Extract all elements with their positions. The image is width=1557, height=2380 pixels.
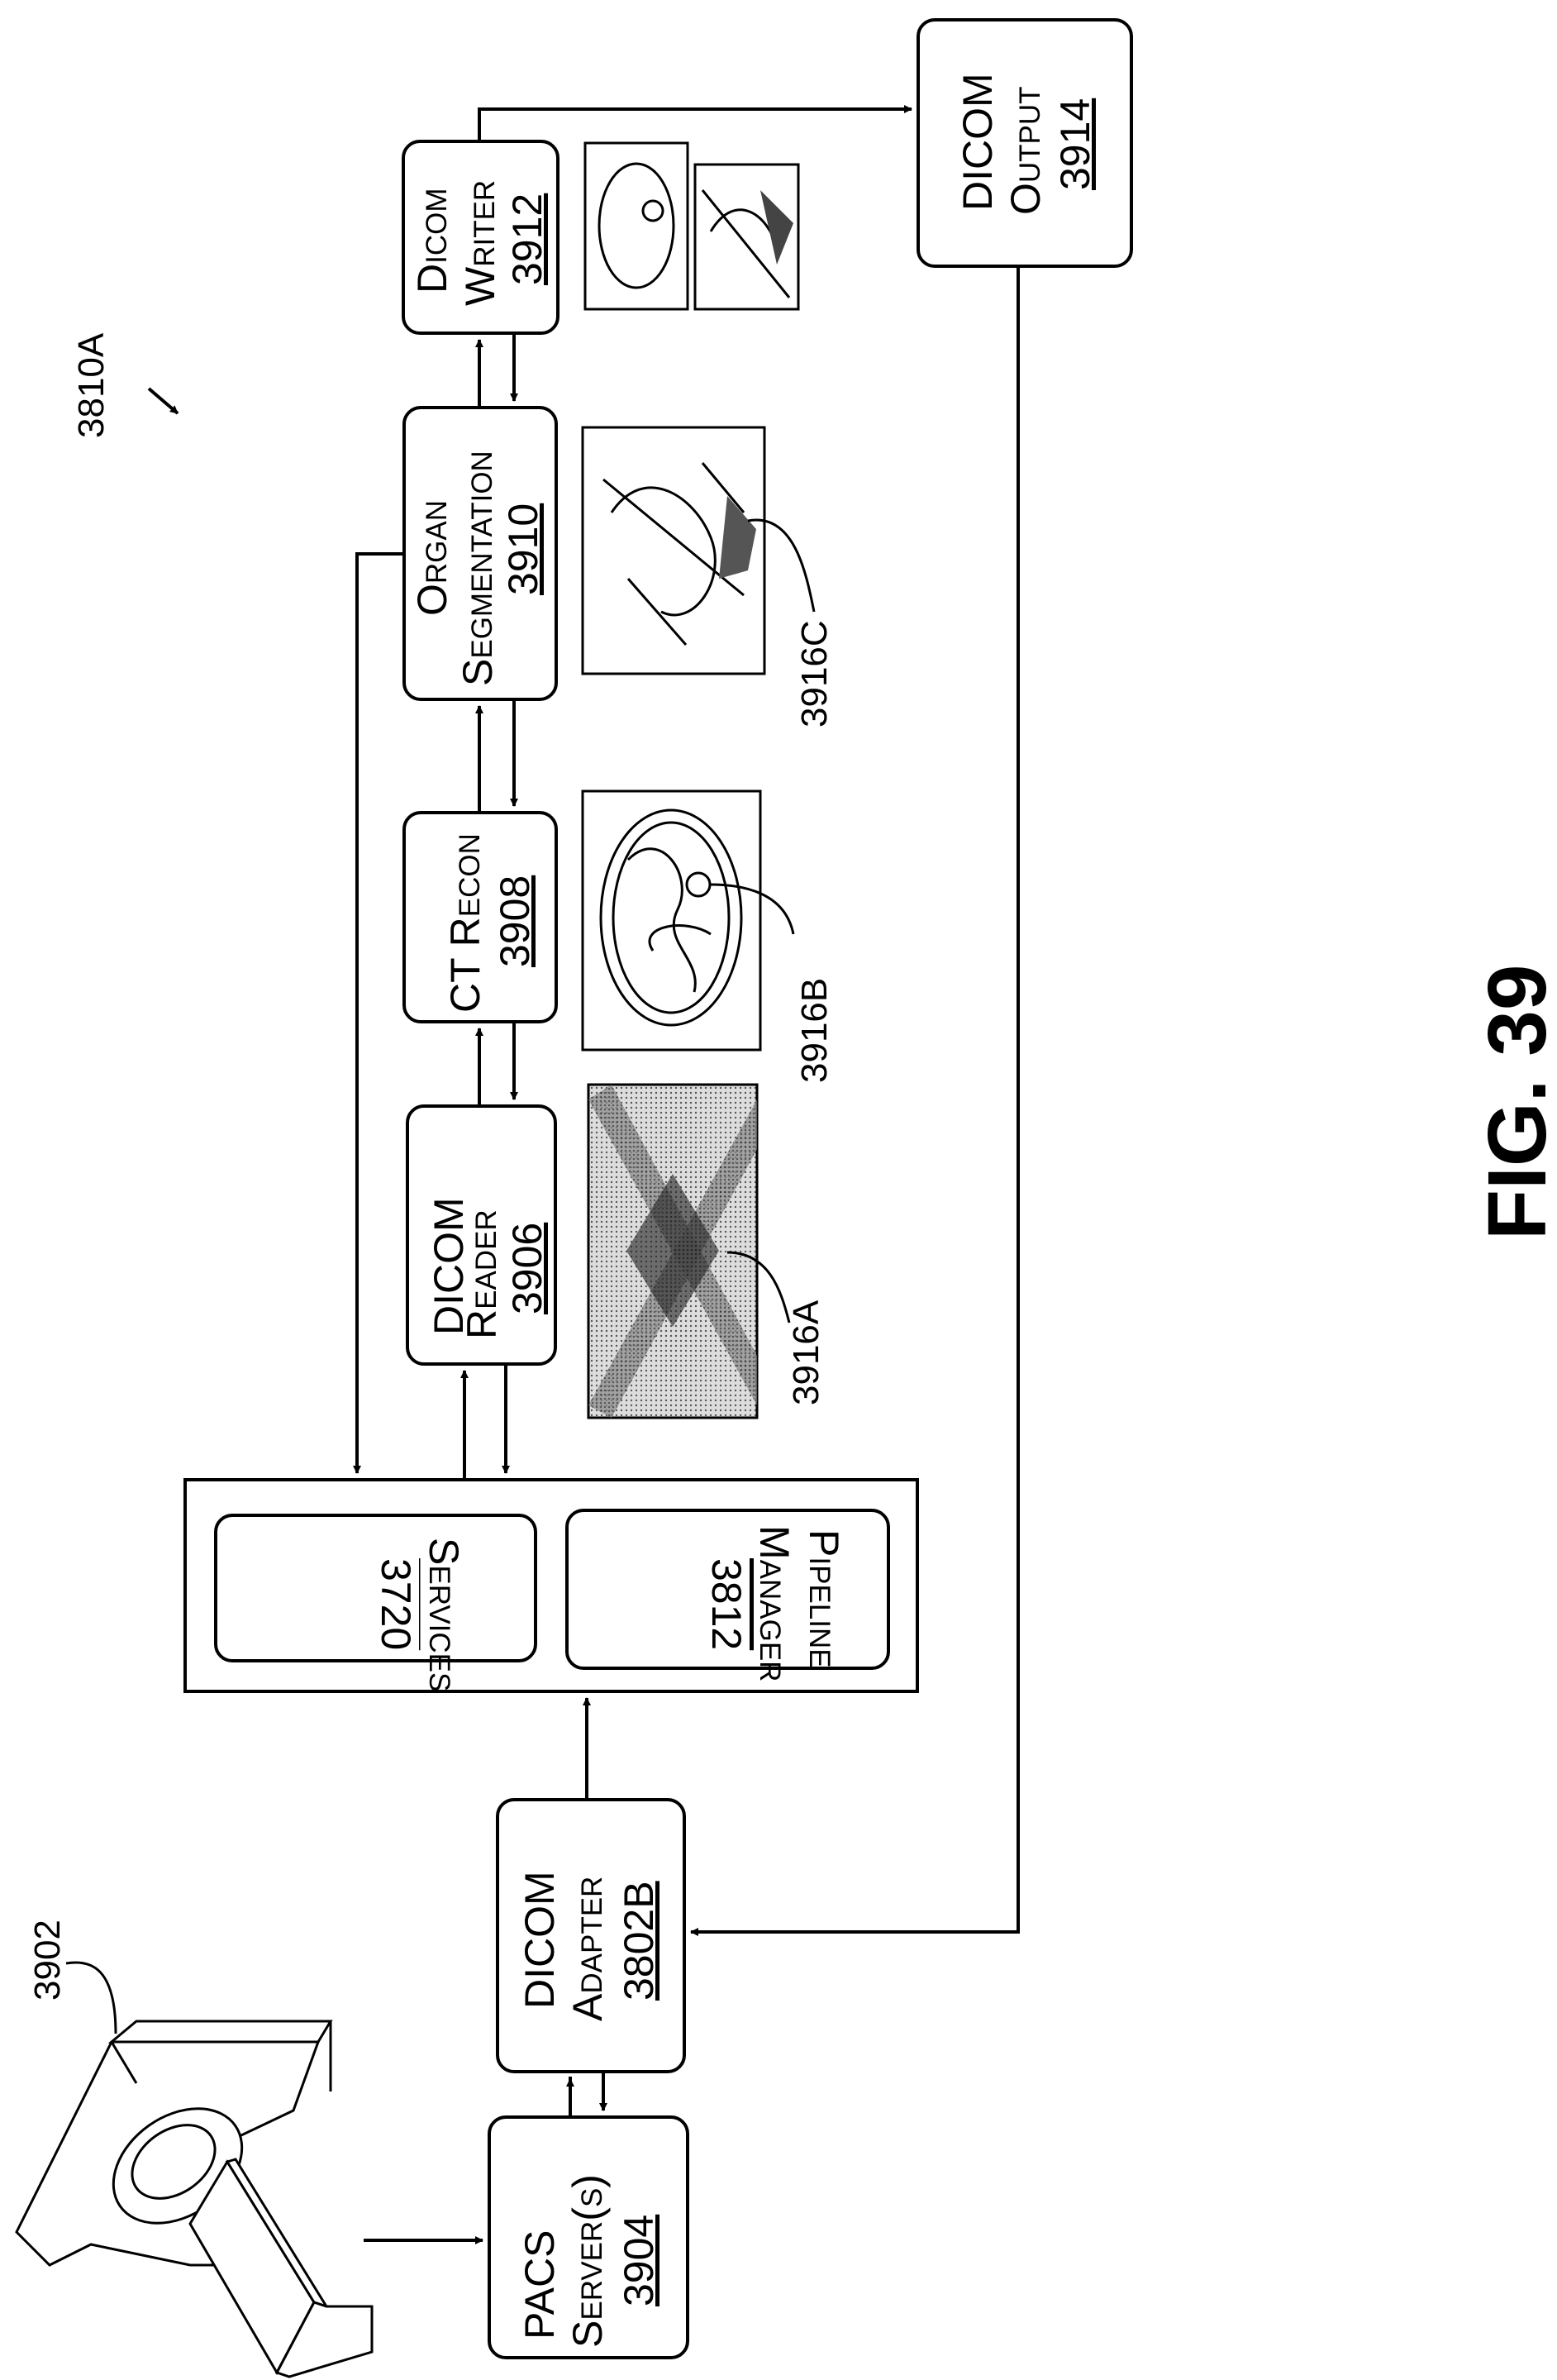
image-3916b-label: 3916B (794, 978, 835, 1083)
image-writer-render-thumbnail (695, 165, 798, 309)
dicom-writer-box[interactable]: Dicom Writer 3912 (403, 141, 558, 333)
writer-ref: 3912 (504, 193, 550, 285)
pipeline-manager-box[interactable]: Pipeline Manager 3812 (567, 1510, 888, 1681)
dicom-reader-box[interactable]: DICOM Reader 3906 (407, 1106, 555, 1364)
organ-segmentation-box[interactable]: Organ Segmentation 3910 (404, 408, 556, 699)
writer-label-2: Writer (457, 180, 503, 306)
pipeline-label-2: Manager (751, 1525, 798, 1681)
image-3916c-label: 3916C (794, 620, 835, 727)
pacs-server-box[interactable]: PACS Server(s) 3904 (489, 2117, 688, 2358)
writer-label: Dicom (409, 188, 455, 294)
services-label: Services (421, 1538, 467, 1691)
output-label: DICOM (955, 73, 1001, 211)
output-label-2: Output (1002, 86, 1049, 215)
dicom-output-box[interactable]: DICOM Output 3914 (918, 20, 1131, 266)
pipeline-ref: 3812 (703, 1558, 750, 1650)
figure-title: FIG. 39 (1471, 965, 1557, 1240)
figure-ref-arrow (149, 389, 178, 413)
image-3916b-ct-slice (583, 791, 793, 1050)
segmentation-label: Organ (409, 500, 455, 616)
managers-container: Services 3720 Pipeline Manager 3812 (185, 1480, 917, 1691)
image-3916a-label: 3916A (786, 1300, 826, 1405)
reader-label-2: Reader (459, 1209, 505, 1339)
adapter-ref: 3802B (616, 1881, 662, 2001)
ct-recon-box[interactable]: CT Recon 3908 (404, 813, 556, 1022)
pacs-label-2: Server(s) (564, 2174, 611, 2348)
arrow-segmentation-to-managers (357, 554, 404, 1473)
ct-scanner-illustration (17, 1963, 372, 2377)
pacs-ref: 3904 (616, 2215, 662, 2306)
segmentation-ref: 3910 (500, 503, 546, 595)
adapter-label: DICOM (517, 1871, 563, 2009)
figure-ref-label: 3810A (71, 332, 112, 438)
recon-label: CT Recon (442, 833, 488, 1013)
services-ref: 3720 (373, 1558, 419, 1650)
adapter-label-2: Adapter (564, 1877, 611, 2021)
image-3916c-segmentation-render (583, 427, 814, 674)
segmentation-label-2: Segmentation (455, 451, 501, 686)
output-ref: 3914 (1052, 98, 1098, 190)
dicom-adapter-box[interactable]: DICOM Adapter 3802B (498, 1800, 684, 2072)
scanner-ref: 3902 (27, 1920, 68, 2001)
reader-ref: 3906 (504, 1223, 550, 1314)
image-3916a-sinogram (588, 1085, 789, 1418)
image-writer-slice-thumbnail (585, 143, 688, 309)
pacs-label: PACS (517, 2230, 563, 2339)
pipeline-label: Pipeline (801, 1529, 847, 1668)
recon-ref: 3908 (492, 875, 538, 967)
